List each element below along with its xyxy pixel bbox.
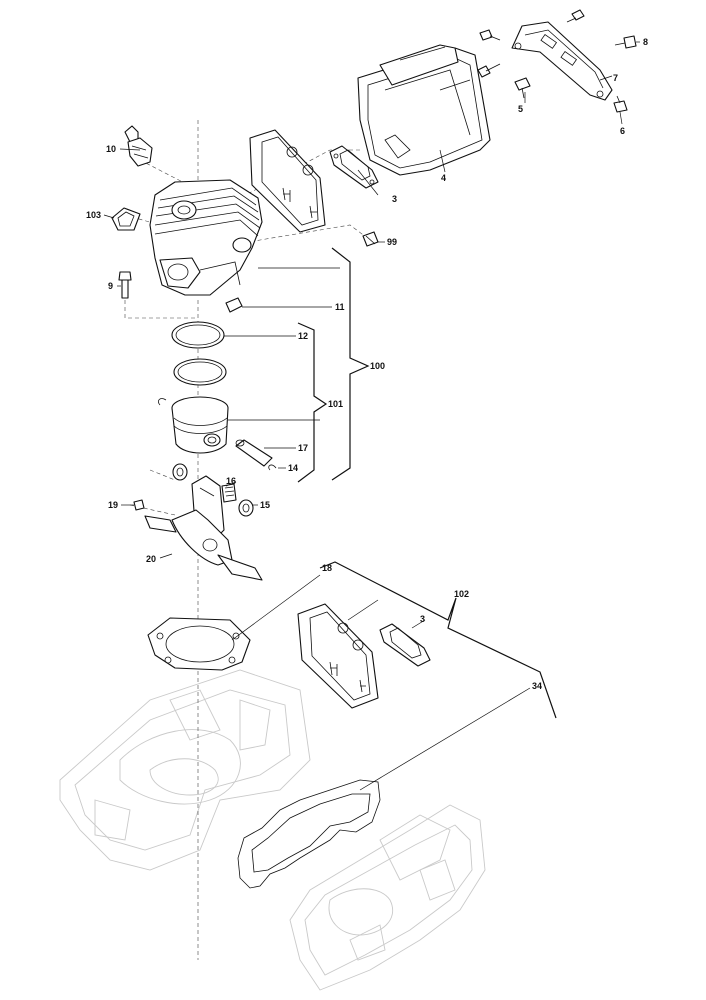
muffler-gasket-lower-part	[379, 623, 431, 667]
callout-6: 6	[620, 126, 625, 136]
heat-shield-lower-part	[297, 603, 379, 709]
callout-5: 5	[518, 104, 523, 114]
decompression-plug-part	[362, 231, 379, 247]
callout-14: 14	[288, 463, 298, 473]
callout-34: 34	[532, 681, 542, 691]
callout-12: 12	[298, 331, 308, 341]
callout-3-lower: 3	[420, 614, 425, 624]
crankcase-gasket-part	[237, 779, 381, 889]
assembly-brackets	[297, 247, 557, 719]
callout-11: 11	[335, 302, 345, 312]
callout-3-upper: 3	[392, 194, 397, 204]
key-pin-part	[133, 499, 145, 511]
callout-100: 100	[370, 361, 385, 371]
leader-lines	[103, 41, 640, 791]
crankcase-ghost-drawing	[59, 669, 486, 991]
intake-gasket-part	[111, 207, 141, 231]
cylinder-part	[149, 179, 263, 296]
cylinder-bolt-part	[118, 271, 132, 299]
muffler-cover-part	[357, 44, 491, 176]
needle-bearing-part	[172, 463, 254, 517]
callout-103: 103	[86, 210, 101, 220]
callout-7: 7	[613, 73, 618, 83]
callout-15: 15	[260, 500, 270, 510]
dowel-pin-part	[225, 297, 243, 313]
callout-4: 4	[441, 173, 446, 183]
crankshaft-part	[144, 475, 263, 581]
piston-rings-part	[171, 321, 227, 386]
piston-pin-part	[235, 439, 277, 471]
muffler-gasket-upper-part	[329, 145, 379, 189]
callout-8: 8	[643, 37, 648, 47]
heat-shield-upper-part	[249, 129, 326, 233]
spark-plug-part	[124, 125, 153, 167]
callout-9: 9	[108, 281, 113, 291]
callout-20: 20	[146, 554, 156, 564]
callout-16: 16	[226, 476, 236, 486]
callout-102: 102	[454, 589, 469, 599]
callout-labels: 3 4 5 6 7 8 10 103 99 9 11 12 100 101 17…	[86, 37, 648, 691]
cylinder-base-gasket-part	[147, 617, 251, 671]
callout-101: 101	[328, 399, 343, 409]
muffler-bracket-part	[511, 21, 613, 101]
callout-99: 99	[387, 237, 397, 247]
piston-part	[158, 396, 229, 454]
callout-10: 10	[106, 144, 116, 154]
callout-19: 19	[108, 500, 118, 510]
callout-17: 17	[298, 443, 308, 453]
callout-18: 18	[322, 563, 332, 573]
screws	[477, 9, 637, 113]
